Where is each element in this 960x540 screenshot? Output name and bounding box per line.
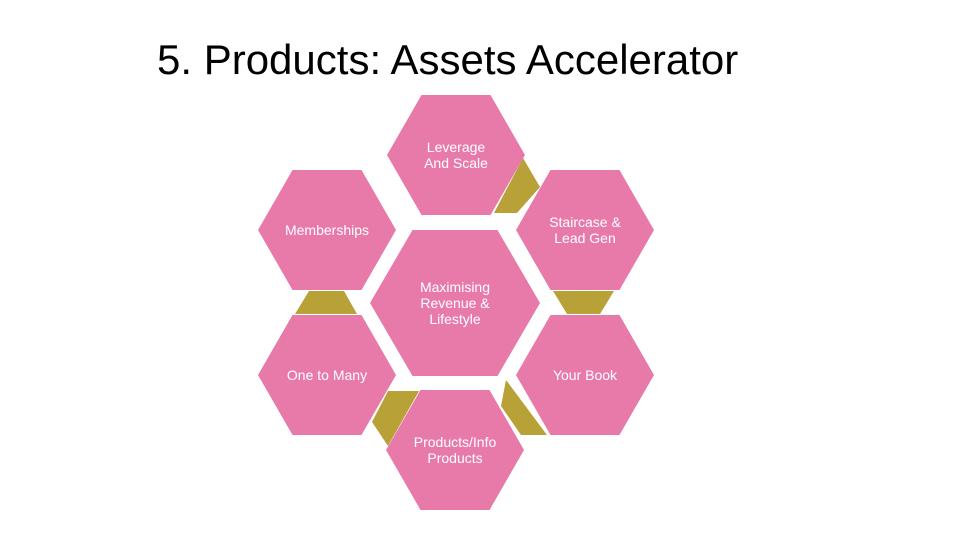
hexagon-label: Your Book [553,367,618,383]
hexagon-label: Memberships [285,222,369,238]
hexagon-label: Products [427,450,482,466]
hexagon-label: One to Many [287,367,367,383]
hexagon-label: Staircase & [549,214,621,230]
hexagon-label: Lead Gen [554,230,616,246]
connector-shape [553,291,614,314]
connector-shape [295,291,357,314]
hexagon-label: Lifestyle [429,311,481,327]
hexagon-shape [370,230,540,376]
hexagon-one-to-many: One to Many [258,315,396,435]
hexagon-shape [258,315,396,435]
hexagon-label: And Scale [424,155,488,171]
hexagon-label: Maximising [420,279,490,295]
hexagon-memberships: Memberships [258,170,396,290]
connector-shape [501,380,547,435]
hexagon-shape [516,315,654,435]
hexagon-shape [386,390,524,510]
connector-shape [372,391,419,446]
hexagon-your-book: Your Book [516,315,654,435]
hexagon-shape [258,170,396,290]
hexagon-label: Leverage [427,139,486,155]
hexagon-label: Products/Info [414,434,497,450]
hexagon-shape [387,95,525,215]
connector-shape [494,158,540,213]
hexagon-shape [516,170,654,290]
hexagon-staircase-lead-gen: Staircase &Lead Gen [516,170,654,290]
hexagon-label: Revenue & [420,295,490,311]
slide-title: 5. Products: Assets Accelerator [157,36,739,83]
